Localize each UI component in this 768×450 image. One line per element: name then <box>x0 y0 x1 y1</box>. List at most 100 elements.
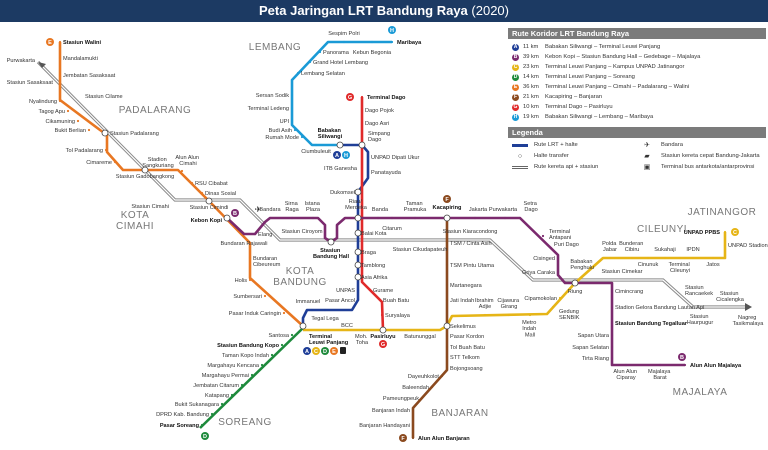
transfer-stop-icon[interactable] <box>354 229 362 237</box>
station-stop[interactable] <box>360 108 364 112</box>
station-stop[interactable] <box>380 313 384 317</box>
station-stop[interactable] <box>308 60 312 64</box>
lrt-line-a[interactable] <box>301 143 370 326</box>
lrt-line-c[interactable] <box>303 232 727 332</box>
station-stop[interactable] <box>376 216 380 220</box>
station-stop[interactable] <box>280 343 284 347</box>
station-stop[interactable] <box>356 288 360 292</box>
lrt-line-b[interactable] <box>226 216 685 367</box>
station-stop[interactable] <box>366 155 370 159</box>
station-stop[interactable] <box>411 436 415 440</box>
station-stop[interactable] <box>678 256 682 260</box>
station-stop[interactable] <box>270 353 274 357</box>
station-stop[interactable] <box>691 256 695 260</box>
station-stop[interactable] <box>58 73 62 77</box>
station-stop[interactable] <box>210 412 214 416</box>
station-stop[interactable] <box>104 148 108 152</box>
transfer-stop-icon[interactable] <box>299 322 307 330</box>
station-stop[interactable] <box>282 311 286 315</box>
station-stop[interactable] <box>345 328 349 332</box>
station-stop[interactable] <box>610 345 614 349</box>
station-stop[interactable] <box>608 256 612 260</box>
station-stop[interactable] <box>300 135 304 139</box>
station-stop[interactable] <box>418 328 422 332</box>
station-stop[interactable] <box>260 363 264 367</box>
station-stop[interactable] <box>646 256 650 260</box>
station-stop[interactable] <box>360 166 364 170</box>
station-stop[interactable] <box>411 423 415 427</box>
station-stop[interactable] <box>430 385 434 389</box>
transfer-stop-icon[interactable] <box>141 166 149 174</box>
station-stop[interactable] <box>310 308 314 312</box>
station-stop[interactable] <box>76 119 80 123</box>
station-stop[interactable] <box>342 40 346 44</box>
transfer-stop-icon[interactable] <box>571 279 579 287</box>
station-stop[interactable] <box>610 321 614 325</box>
station-stop[interactable] <box>360 121 364 125</box>
station-stop[interactable] <box>200 191 204 195</box>
station-stop[interactable] <box>445 298 449 302</box>
transfer-stop-icon[interactable] <box>327 238 335 246</box>
station-stop[interactable] <box>610 356 614 360</box>
station-stop[interactable] <box>360 328 364 332</box>
station-stop[interactable] <box>588 266 592 270</box>
station-stop[interactable] <box>711 256 715 260</box>
station-stop[interactable] <box>290 119 294 123</box>
station-stop[interactable] <box>445 241 449 245</box>
station-stop[interactable] <box>323 308 327 312</box>
station-stop[interactable] <box>378 298 382 302</box>
station-stop[interactable] <box>445 366 449 370</box>
station-stop[interactable] <box>290 333 294 337</box>
station-stop[interactable] <box>723 243 727 247</box>
station-stop[interactable] <box>248 278 252 282</box>
station-stop[interactable] <box>318 50 322 54</box>
station-stop[interactable] <box>528 313 532 317</box>
station-stop[interactable] <box>624 363 628 367</box>
station-stop[interactable] <box>503 216 507 220</box>
station-stop[interactable] <box>370 40 374 44</box>
station-stop[interactable] <box>360 95 364 99</box>
station-stop[interactable] <box>630 256 634 260</box>
station-stop[interactable] <box>240 383 244 387</box>
station-stop[interactable] <box>180 169 184 173</box>
station-stop[interactable] <box>366 170 370 174</box>
lrt-line-f[interactable] <box>411 218 449 438</box>
lrt-line-g[interactable] <box>360 97 385 331</box>
lrt-line-d[interactable] <box>199 327 304 429</box>
station-stop[interactable] <box>445 334 449 338</box>
station-stop[interactable] <box>411 408 415 412</box>
transfer-stop-icon[interactable] <box>354 248 362 256</box>
station-stop[interactable] <box>220 402 224 406</box>
station-stop[interactable] <box>610 305 614 309</box>
station-stop[interactable] <box>658 363 662 367</box>
station-stop[interactable] <box>58 56 62 60</box>
station-stop[interactable] <box>420 396 424 400</box>
station-stop[interactable] <box>248 256 252 260</box>
station-stop[interactable] <box>58 99 62 103</box>
transfer-stop-icon[interactable] <box>443 214 451 222</box>
lrt-line-e[interactable] <box>58 42 304 327</box>
station-stop[interactable] <box>293 128 297 132</box>
station-stop[interactable] <box>723 230 727 234</box>
station-stop[interactable] <box>551 305 555 309</box>
station-stop[interactable] <box>263 294 267 298</box>
station-stop[interactable] <box>66 109 70 113</box>
transfer-stop-icon[interactable] <box>336 141 344 149</box>
station-stop[interactable] <box>368 288 372 292</box>
station-stop[interactable] <box>558 296 562 300</box>
transfer-stop-icon[interactable] <box>223 214 231 222</box>
station-stop[interactable] <box>58 40 62 44</box>
station-stop[interactable] <box>156 168 160 172</box>
transfer-stop-icon[interactable] <box>358 141 366 149</box>
transfer-stop-icon[interactable] <box>443 322 451 330</box>
station-stop[interactable] <box>483 313 487 317</box>
station-stop[interactable] <box>556 270 560 274</box>
station-stop[interactable] <box>549 246 553 250</box>
station-stop[interactable] <box>268 216 272 220</box>
transfer-stop-icon[interactable] <box>354 188 362 196</box>
station-stop[interactable] <box>390 40 394 44</box>
station-stop[interactable] <box>445 263 449 267</box>
station-stop[interactable] <box>390 216 394 220</box>
station-stop[interactable] <box>250 373 254 377</box>
station-stop[interactable] <box>663 256 667 260</box>
